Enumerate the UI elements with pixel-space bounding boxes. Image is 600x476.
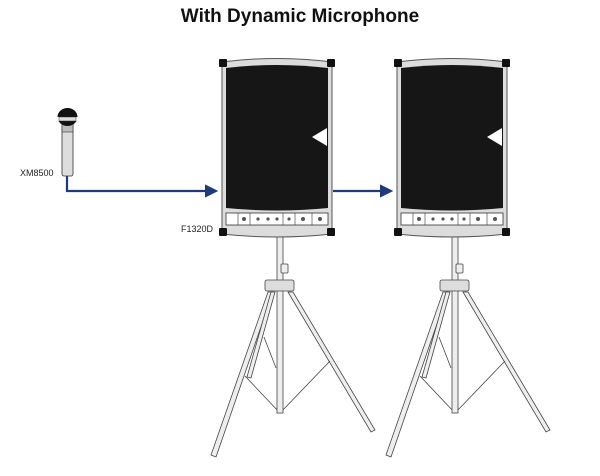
diagram-title: With Dynamic Microphone <box>180 6 420 27</box>
mic-cable <box>65 176 219 198</box>
speaker-rig-1 <box>210 58 376 458</box>
speaker-label: F1320D <box>181 224 214 234</box>
microphone-label: XM8500 <box>20 168 54 178</box>
speaker-rig-2 <box>385 58 551 458</box>
microphone-icon <box>57 108 78 177</box>
